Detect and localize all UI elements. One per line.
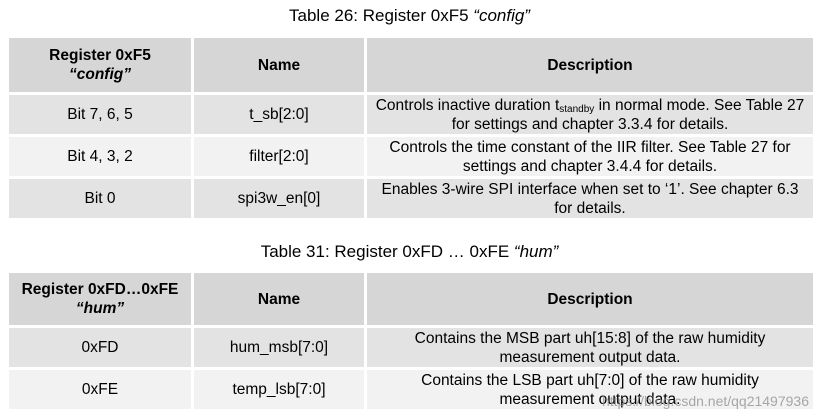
name-cell: spi3w_en[0] (194, 179, 364, 218)
bits-cell: Bit 0 (9, 179, 191, 218)
description-subscript: standby (559, 103, 595, 115)
table-row: Bit 4, 3, 2 filter[2:0] Controls the tim… (9, 137, 813, 176)
table-header-row: Register 0xFD…0xFE “hum” Name Descriptio… (9, 273, 813, 325)
table-row: 0xFE temp_lsb[7:0] Contains the LSB part… (9, 370, 813, 409)
caption-qualifier: “hum” (513, 242, 559, 261)
bits-cell: 0xFE (9, 370, 191, 409)
table-header-row: Register 0xF5 “config” Name Description (9, 38, 813, 92)
description-header: Description (367, 38, 813, 92)
bits-cell: Bit 4, 3, 2 (9, 137, 191, 176)
watermark: https://blog.csdn.net/qq21497936 (601, 393, 809, 409)
description-cell: Controls inactive duration tstandby in n… (367, 95, 813, 134)
bits-cell: 0xFD (9, 328, 191, 367)
table-26-caption: Table 26: Register 0xF5 “config” (0, 6, 819, 26)
description-cell: Contains the MSB part uh[15:8] of the ra… (367, 328, 813, 367)
register-header-line1: Register 0xF5 (49, 47, 151, 64)
caption-qualifier: “config” (473, 6, 530, 25)
name-header: Name (194, 38, 364, 92)
table-31-caption: Table 31: Register 0xFD … 0xFE “hum” (0, 242, 819, 262)
register-header-line2: “config” (69, 66, 131, 83)
description-cell: Enables 3-wire SPI interface when set to… (367, 179, 813, 218)
table-row: Bit 7, 6, 5 t_sb[2:0] Controls inactive … (9, 95, 813, 134)
name-header: Name (194, 273, 364, 325)
description-text-continued: in normal mode. See Table 27 for setting… (451, 96, 805, 133)
description-text: Controls inactive duration t (375, 96, 560, 114)
name-cell: filter[2:0] (194, 137, 364, 176)
register-table-config: Register 0xF5 “config” Name Description … (6, 35, 816, 221)
register-table-hum: Register 0xFD…0xFE “hum” Name Descriptio… (6, 270, 816, 412)
description-header: Description (367, 273, 813, 325)
name-cell: t_sb[2:0] (194, 95, 364, 134)
table-row: Bit 0 spi3w_en[0] Enables 3-wire SPI int… (9, 179, 813, 218)
register-header: Register 0xF5 “config” (9, 38, 191, 92)
description-cell: Contains the LSB part uh[7:0] of the raw… (367, 370, 813, 409)
register-header-line2: “hum” (75, 300, 125, 317)
description-cell: Controls the time constant of the IIR fi… (367, 137, 813, 176)
caption-text: Table 26: Register 0xF5 (289, 6, 474, 25)
bits-cell: Bit 7, 6, 5 (9, 95, 191, 134)
register-header: Register 0xFD…0xFE “hum” (9, 273, 191, 325)
register-header-line1: Register 0xFD…0xFE (21, 281, 179, 298)
name-cell: temp_lsb[7:0] (194, 370, 364, 409)
caption-text: Table 31: Register 0xFD … 0xFE (260, 242, 514, 261)
table-row: 0xFD hum_msb[7:0] Contains the MSB part … (9, 328, 813, 367)
name-cell: hum_msb[7:0] (194, 328, 364, 367)
